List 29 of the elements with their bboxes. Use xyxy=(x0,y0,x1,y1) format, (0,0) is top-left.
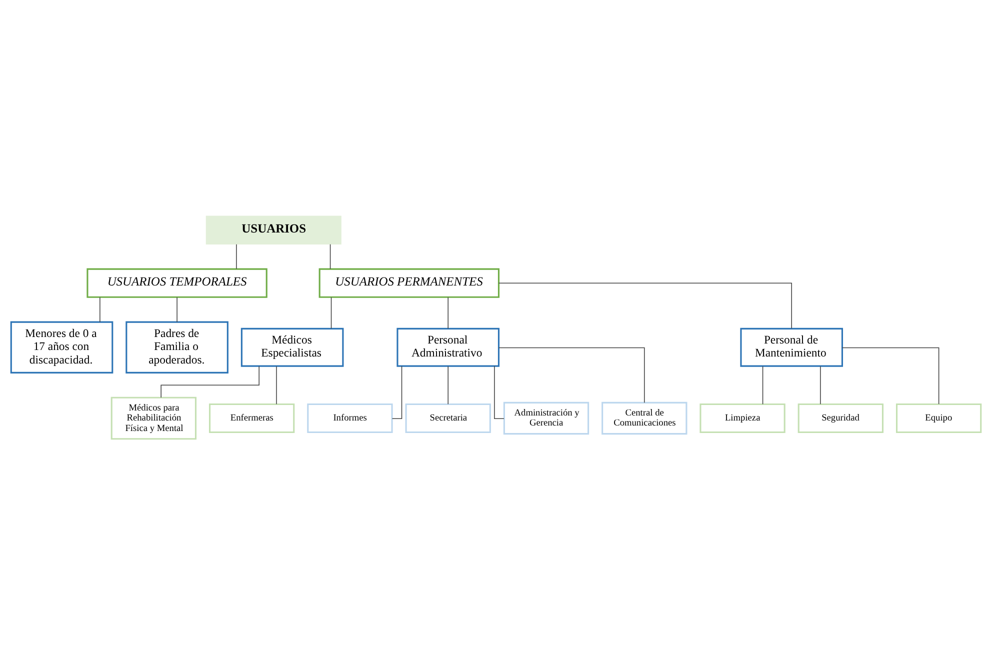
connector xyxy=(762,366,764,405)
node-box: Seguridad xyxy=(798,403,884,434)
node-box: Médicos Especialistas xyxy=(240,328,344,367)
node-box: Menores de 0 a 17 años con discapacidad. xyxy=(10,321,114,374)
connector xyxy=(842,347,940,404)
node-box: Personal Administrativo xyxy=(396,328,500,367)
connector xyxy=(498,282,792,329)
node-box: USUARIOS TEMPORALES xyxy=(86,268,268,298)
connector xyxy=(236,244,237,270)
node-box: USUARIOS xyxy=(206,216,342,245)
node-box: Informes xyxy=(307,403,393,434)
node-box: USUARIOS PERMANENTES xyxy=(318,268,500,298)
connector xyxy=(494,366,504,420)
connector xyxy=(176,296,178,322)
connector xyxy=(330,296,332,329)
node-box: Equipo xyxy=(896,403,982,434)
node-box: Médicos para Rehabilitación Física y Mental xyxy=(110,396,196,440)
node-box: Enfermeras xyxy=(208,403,295,434)
node-box: Padres de Familia o apoderados. xyxy=(126,321,228,374)
connector xyxy=(392,366,402,420)
connector xyxy=(276,366,277,405)
node-box: Central de Comunicaciones xyxy=(602,402,688,435)
connector xyxy=(820,366,821,405)
connector xyxy=(330,244,331,270)
node-box: Secretaria xyxy=(405,403,491,434)
node-box: Personal de Mantenimiento xyxy=(740,328,843,367)
node-box: Limpieza xyxy=(700,403,786,434)
connector xyxy=(498,347,645,403)
node-box: Administración y Gerencia xyxy=(503,402,590,435)
